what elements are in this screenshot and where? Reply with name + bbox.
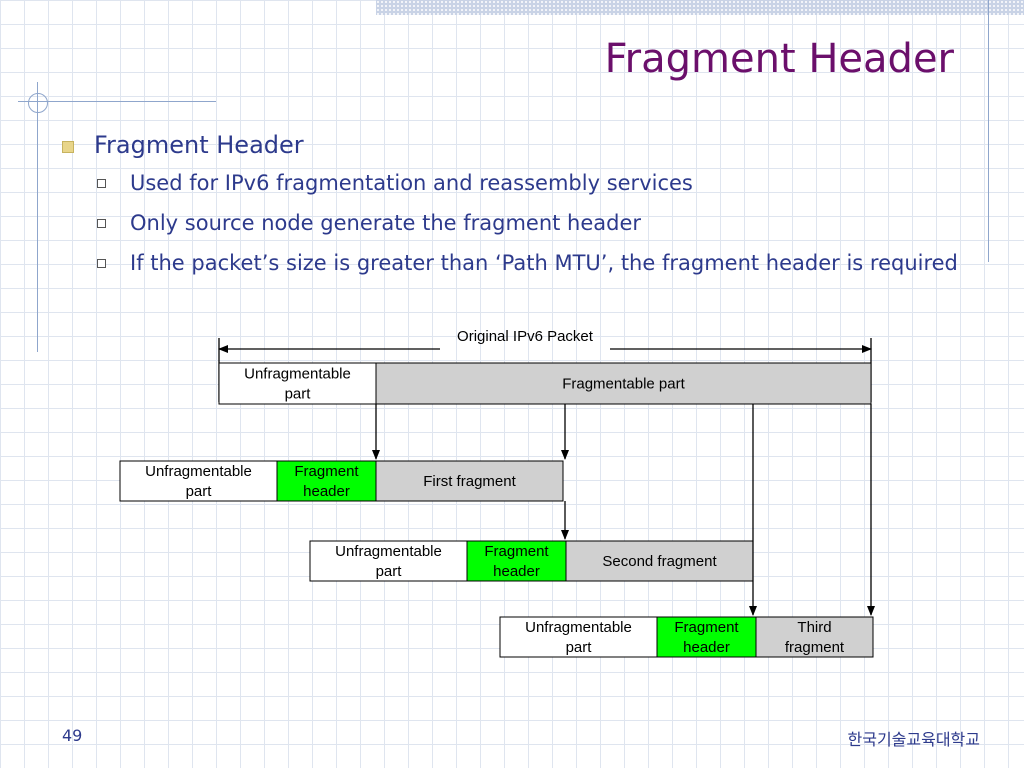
- decorative-circle: [28, 93, 48, 113]
- fragment-unfragmentable-label: part: [186, 483, 213, 500]
- top-decorative-band: [376, 0, 1024, 15]
- sub-bullet-list: Used for IPv6 fragmentation and reassemb…: [56, 166, 986, 280]
- fragment-data-label: Second fragment: [602, 553, 717, 570]
- bullet-item: Fragment Header: [56, 128, 986, 162]
- sub-bullet-marker: [97, 259, 106, 268]
- slide-title: Fragment Header: [604, 36, 954, 82]
- fragment-unfragmentable-box: [309, 540, 468, 582]
- original-packet-label: Original IPv6 Packet: [457, 328, 594, 345]
- page-number: 49: [62, 726, 83, 745]
- fragment-data-label: fragment: [785, 639, 845, 656]
- fragment-header-label: Fragment: [674, 619, 739, 636]
- fragment-header-box: [276, 460, 377, 502]
- sub-bullet-marker: [97, 219, 106, 228]
- sub-bullet-item: Used for IPv6 fragmentation and reassemb…: [97, 166, 986, 200]
- bullet-text: Fragment Header: [94, 131, 304, 159]
- sub-bullet-marker: [97, 179, 106, 188]
- fragment-unfragmentable-label: part: [376, 563, 403, 580]
- fragment-unfragmentable-label: Unfragmentable: [145, 463, 252, 480]
- fragment-data-box: [565, 540, 754, 582]
- original-unfragmentable-label: part: [285, 386, 312, 403]
- fragment-header-label: header: [303, 483, 350, 500]
- fragment-data-box: [755, 616, 874, 658]
- fragmentable-part-box: [375, 362, 872, 405]
- fragment-data-label: First fragment: [423, 473, 516, 490]
- decorative-horizontal-line: [18, 101, 216, 102]
- fragment-unfragmentable-label: part: [566, 639, 593, 656]
- bullet-marker: [62, 141, 74, 153]
- fragment-data-box: [375, 460, 564, 502]
- original-unfragmentable-box: [218, 362, 377, 405]
- original-unfragmentable-label: Unfragmentable: [244, 366, 351, 383]
- sub-bullet-item: Only source node generate the fragment h…: [97, 206, 986, 240]
- sub-bullet-text: Only source node generate the fragment h…: [130, 211, 642, 235]
- sub-bullet-text: Used for IPv6 fragmentation and reassemb…: [130, 171, 693, 195]
- fragment-data-label: Third: [797, 619, 831, 636]
- sub-bullet-item: If the packet’s size is greater than ‘Pa…: [97, 246, 986, 280]
- right-vertical-line: [988, 0, 989, 262]
- institution-name: 한국기술교육대학교: [847, 730, 980, 749]
- fragment-header-box: [656, 616, 757, 658]
- fragment-header-label: header: [683, 639, 730, 656]
- sub-bullet-text: If the packet’s size is greater than ‘Pa…: [130, 251, 958, 275]
- fragment-unfragmentable-label: Unfragmentable: [335, 543, 442, 560]
- fragment-header-box: [466, 540, 567, 582]
- fragment-header-label: header: [493, 563, 540, 580]
- fragment-unfragmentable-label: Unfragmentable: [525, 619, 632, 636]
- fragmentable-part-label: Fragmentable part: [562, 376, 685, 393]
- decorative-vertical-line: [37, 82, 38, 352]
- fragment-header-label: Fragment: [294, 463, 359, 480]
- bullet-list: Fragment Header Used for IPv6 fragmentat…: [56, 128, 986, 280]
- fragment-unfragmentable-box: [499, 616, 658, 658]
- fragment-header-label: Fragment: [484, 543, 549, 560]
